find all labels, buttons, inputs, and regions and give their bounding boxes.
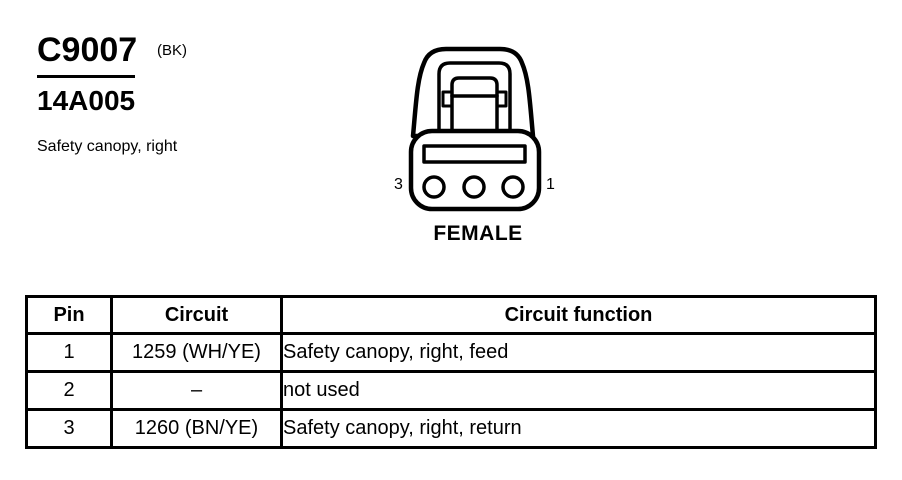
circuit-code: 1260 (BN/YE) [110, 408, 283, 449]
header-circuit: Circuit [110, 295, 283, 335]
pinout-table: Pin Circuit Circuit function 1 1259 (WH/… [25, 295, 877, 449]
connector-id: C9007 [37, 31, 138, 69]
header-circuit-function: Circuit function [280, 295, 877, 335]
table-row: 3 1260 (BN/YE) Safety canopy, right, ret… [25, 408, 877, 449]
connector-color-code: (BK) [157, 42, 187, 59]
connector-latch-tab [450, 76, 499, 136]
circuit-code: 1259 (WH/YE) [110, 332, 283, 373]
pin-number: 1 [25, 332, 113, 373]
pin-3-cavity [422, 175, 446, 199]
connector-inner-shell [437, 61, 512, 136]
connector-id-underline [37, 75, 135, 78]
pin-1-label: 1 [546, 176, 555, 193]
pin-2-cavity [462, 175, 486, 199]
table-row: 1 1259 (WH/YE) Safety canopy, right, fee… [25, 332, 877, 373]
table-row: 2 – not used [25, 370, 877, 411]
pin-1-cavity [501, 175, 525, 199]
circuit-code: – [110, 370, 283, 411]
pin-number: 2 [25, 370, 113, 411]
connector-description: Safety canopy, right [37, 138, 178, 155]
table-header-row: Pin Circuit Circuit function [25, 295, 877, 335]
connector-diagram [408, 46, 542, 212]
pin-number: 3 [25, 408, 113, 449]
circuit-function: Safety canopy, right, return [280, 408, 877, 449]
circuit-function: not used [280, 370, 877, 411]
header-pin: Pin [25, 295, 113, 335]
index-slot [422, 144, 527, 164]
circuit-function: Safety canopy, right, feed [280, 332, 877, 373]
pin-3-label: 3 [394, 176, 403, 193]
connector-gender-label: FEMALE [433, 222, 523, 245]
part-number: 14A005 [37, 85, 136, 116]
